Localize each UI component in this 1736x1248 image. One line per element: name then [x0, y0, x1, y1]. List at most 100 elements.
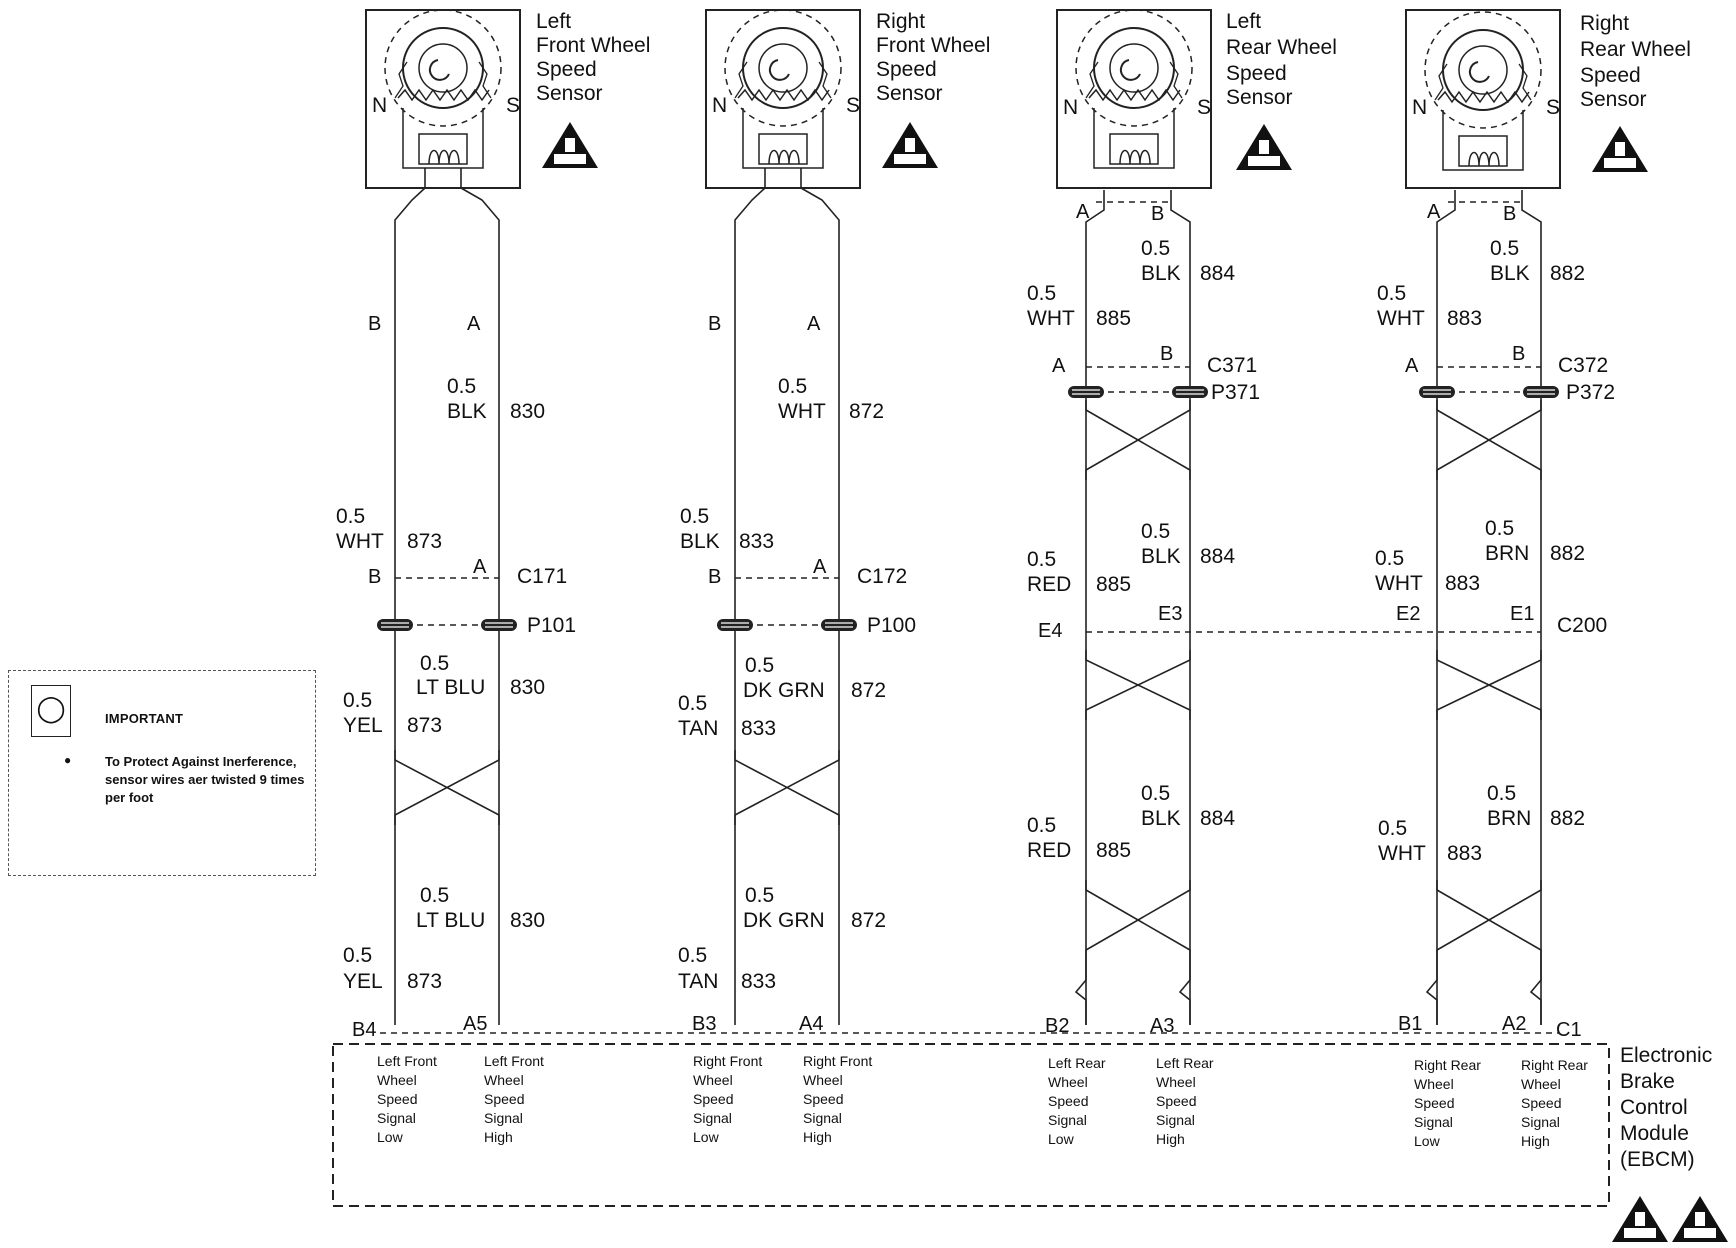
pin-label: B — [1512, 343, 1525, 365]
wire-color: YEL — [343, 970, 383, 993]
svg-text:Wheel: Wheel — [1521, 1076, 1561, 1092]
circuit-number: 883 — [1447, 842, 1482, 865]
note-title: IMPORTANT — [105, 711, 184, 726]
circuit-number: 885 — [1096, 839, 1131, 862]
circuit-number: 883 — [1445, 572, 1480, 595]
svg-text:Wheel: Wheel — [1414, 1076, 1454, 1092]
sensor-title-line: Left — [1226, 10, 1261, 33]
esd-warning-icon — [1612, 1196, 1668, 1242]
circuit-number: 872 — [851, 909, 886, 932]
obd-warning-icon — [882, 122, 938, 168]
svg-text:Speed: Speed — [1156, 1093, 1196, 1109]
wire-size: 0.5 — [343, 689, 372, 712]
pin-label: B4 — [352, 1019, 376, 1041]
svg-text:Module: Module — [1620, 1122, 1689, 1145]
wire-color: BLK — [1141, 807, 1181, 830]
ebcm-signal-left-front-high: Left Front Wheel Speed Signal High — [484, 1053, 544, 1145]
circuit-number: 872 — [849, 400, 884, 423]
svg-text:Speed: Speed — [803, 1091, 843, 1107]
obd-warning-icon — [1236, 124, 1292, 170]
svg-text:Control: Control — [1620, 1096, 1688, 1119]
wire-size: 0.5 — [678, 944, 707, 967]
pin-label: B — [708, 566, 721, 588]
pin-label: A — [1076, 201, 1090, 223]
wire-color: LT BLU — [416, 909, 485, 932]
pole-n-label: N — [712, 94, 727, 117]
svg-text:Low: Low — [377, 1129, 404, 1145]
wire-size: 0.5 — [1141, 782, 1170, 805]
sensor-title-line: Left — [536, 10, 571, 33]
splice-id: P101 — [527, 614, 576, 637]
wire-size: 0.5 — [1375, 547, 1404, 570]
wire-size: 0.5 — [447, 375, 476, 398]
svg-text:Speed: Speed — [484, 1091, 524, 1107]
note-text: To Protect Against Inerference, sensor w… — [105, 754, 305, 805]
pole-s-label: S — [506, 94, 520, 117]
wire-color: LT BLU — [416, 676, 485, 699]
svg-text:Wheel: Wheel — [484, 1072, 524, 1088]
svg-text:Electronic: Electronic — [1620, 1044, 1712, 1067]
pin-label: A — [1427, 201, 1441, 223]
pin-label: B — [368, 566, 381, 588]
pin-label: A — [473, 556, 487, 578]
splice-id: P100 — [867, 614, 916, 637]
ebcm-signal-left-rear-low: Left Rear Wheel Speed Signal Low — [1048, 1055, 1106, 1147]
svg-text:Right Rear: Right Rear — [1521, 1057, 1588, 1073]
sensor-left-front: N S Left Front Wheel Speed Sensor — [365, 9, 650, 189]
sensor-title-line: Right — [876, 10, 925, 33]
wire-color: WHT — [1378, 842, 1426, 865]
svg-text:High: High — [484, 1129, 513, 1145]
svg-text:Right Front: Right Front — [693, 1053, 762, 1069]
wire-size: 0.5 — [420, 884, 449, 907]
svg-text:Wheel: Wheel — [693, 1072, 733, 1088]
wire-size: 0.5 — [1490, 237, 1519, 260]
note-bullet: ● — [64, 753, 72, 767]
circuit-number: 830 — [510, 676, 545, 699]
ebcm-signal-right-front-low: Right Front Wheel Speed Signal Low — [693, 1053, 762, 1145]
wire-size: 0.5 — [778, 375, 807, 398]
circuit-number: 885 — [1096, 307, 1131, 330]
wire-size: 0.5 — [420, 652, 449, 675]
wire-size: 0.5 — [1377, 282, 1406, 305]
svg-text:Speed: Speed — [1414, 1095, 1454, 1111]
svg-text:Signal: Signal — [693, 1110, 732, 1126]
wire-color: DK GRN — [743, 909, 825, 932]
svg-text:Signal: Signal — [377, 1110, 416, 1126]
wire-size: 0.5 — [1027, 282, 1056, 305]
connector-id: C1 — [1556, 1019, 1582, 1041]
svg-text:Signal: Signal — [1048, 1112, 1087, 1128]
circuit-number: 830 — [510, 909, 545, 932]
circuit-number: 882 — [1550, 262, 1585, 285]
pin-label: A3 — [1150, 1015, 1174, 1037]
svg-text:Speed: Speed — [1048, 1093, 1088, 1109]
sensor-title-line: Sensor — [1226, 86, 1293, 109]
wire-color: WHT — [336, 530, 384, 553]
obd-warning-icon — [542, 122, 598, 168]
svg-text:Signal: Signal — [1521, 1114, 1560, 1130]
pin-label: B2 — [1045, 1015, 1069, 1037]
pole-n-label: N — [372, 94, 387, 117]
sensor-title-line: Rear Wheel — [1580, 38, 1691, 61]
circuit-number: 884 — [1200, 807, 1235, 830]
connector-id: C171 — [517, 565, 567, 588]
pin-label: B — [1160, 343, 1173, 365]
wire-size: 0.5 — [678, 692, 707, 715]
sensor-title-line: Sensor — [1580, 88, 1647, 111]
pin-label: A — [467, 313, 481, 335]
pin-label: A5 — [463, 1013, 487, 1035]
svg-text:(EBCM): (EBCM) — [1620, 1148, 1695, 1171]
wire-color: BLK — [680, 530, 720, 553]
pin-label: A2 — [1502, 1013, 1526, 1035]
sensor-title-line: Rear Wheel — [1226, 36, 1337, 59]
sensor-title-line: Front Wheel — [536, 34, 650, 57]
circuit-number: 830 — [510, 400, 545, 423]
circuit-number: 833 — [741, 970, 776, 993]
wire-size: 0.5 — [1141, 237, 1170, 260]
svg-text:Speed: Speed — [377, 1091, 417, 1107]
svg-text:Wheel: Wheel — [1156, 1074, 1196, 1090]
pin-label: B3 — [692, 1013, 716, 1035]
circuit-number: 873 — [407, 714, 442, 737]
pole-s-label: S — [1546, 96, 1560, 119]
wire-size: 0.5 — [1027, 548, 1056, 571]
